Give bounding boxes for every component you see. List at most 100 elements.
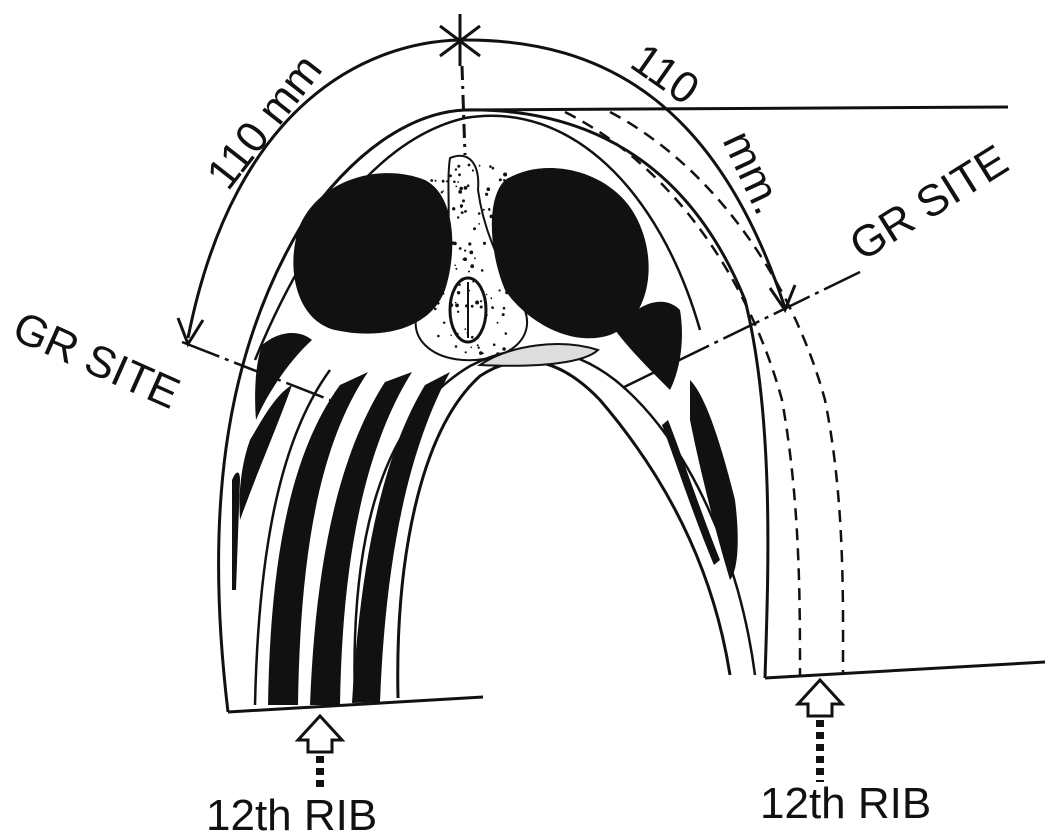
arc-measure-right-top-label: 110 bbox=[622, 34, 708, 114]
stipple-dot bbox=[468, 164, 471, 167]
stipple-dot bbox=[502, 313, 505, 316]
stipple-dot bbox=[469, 251, 473, 255]
stipple-dot bbox=[449, 303, 453, 307]
stipple-dot bbox=[434, 257, 436, 259]
stipple-dot bbox=[486, 314, 488, 316]
stipple-dot bbox=[499, 178, 502, 181]
quadratus-region bbox=[480, 344, 598, 366]
stipple-dot bbox=[479, 165, 481, 167]
right-paraspinal-muscle bbox=[492, 168, 649, 338]
stipple-dot bbox=[502, 194, 505, 197]
stipple-dot bbox=[460, 207, 462, 209]
stipple-dot bbox=[503, 179, 505, 181]
stipple-dot bbox=[455, 302, 457, 304]
stipple-dot bbox=[464, 210, 467, 213]
stipple-dot bbox=[460, 280, 462, 282]
left-flank-muscle-thin bbox=[232, 473, 240, 591]
stipple-dot bbox=[457, 181, 459, 183]
stipple-dot bbox=[437, 302, 440, 305]
stipple-dot bbox=[431, 227, 433, 229]
stipple-dot bbox=[465, 351, 467, 353]
stipple-dot bbox=[434, 247, 438, 251]
stipple-dot bbox=[506, 250, 510, 254]
stipple-dot bbox=[467, 332, 469, 334]
gr-site-right-label: GR SITE bbox=[841, 136, 1016, 271]
stipple-dot bbox=[455, 186, 457, 188]
stipple-dot bbox=[458, 173, 461, 176]
stipple-dot bbox=[472, 281, 474, 283]
stipple-dot bbox=[459, 187, 463, 191]
stipple-dot bbox=[443, 322, 445, 324]
stipple-dot bbox=[503, 173, 507, 177]
stipple-dot bbox=[454, 265, 456, 267]
stipple-dot bbox=[464, 258, 467, 261]
stipple-dot bbox=[455, 304, 459, 308]
stipple-dot bbox=[468, 271, 470, 273]
stipple-dot bbox=[506, 229, 510, 233]
stipple-dot bbox=[498, 252, 500, 254]
stipple-dot bbox=[457, 333, 459, 335]
stipple-dot bbox=[477, 344, 479, 346]
stipple-dot bbox=[478, 347, 480, 349]
stipple-dot bbox=[493, 343, 496, 346]
stipple-dot bbox=[455, 168, 457, 170]
stipple-dot bbox=[439, 275, 442, 278]
dashed-guide-outer bbox=[610, 112, 843, 675]
stipple-dot bbox=[436, 282, 439, 285]
stipple-dot bbox=[428, 195, 432, 199]
stipple-dot bbox=[480, 306, 483, 309]
stipple-dot bbox=[434, 231, 438, 235]
surface-line-top bbox=[465, 107, 1008, 110]
rib-arrow-left bbox=[298, 716, 342, 790]
stipple-dot bbox=[502, 273, 504, 275]
stipple-dot bbox=[431, 221, 434, 224]
stipple-dot bbox=[473, 227, 476, 230]
rib-stripes bbox=[268, 372, 450, 705]
stipple-dot bbox=[448, 252, 451, 255]
stipple-dot bbox=[435, 289, 438, 292]
stipple-dot bbox=[483, 209, 485, 211]
stipple-dot bbox=[465, 304, 468, 307]
stipple-dot bbox=[437, 335, 440, 338]
stipple-dot bbox=[464, 250, 466, 252]
stipple-dot bbox=[430, 179, 433, 182]
stipple-dot bbox=[441, 191, 443, 193]
stipple-dot bbox=[434, 308, 437, 311]
stipple-dot bbox=[453, 181, 456, 184]
rib-arrow-right bbox=[798, 680, 842, 782]
stipple-dot bbox=[490, 215, 494, 219]
stipple-dot bbox=[486, 294, 488, 296]
stipple-dot bbox=[492, 167, 495, 170]
stipple-dot bbox=[474, 257, 476, 259]
stipple-dot bbox=[433, 210, 435, 212]
stipple-dot bbox=[489, 165, 492, 168]
stipple-dot bbox=[471, 336, 474, 339]
stipple-dot bbox=[497, 322, 499, 324]
stipple-dot bbox=[480, 300, 482, 302]
stipple-dot bbox=[452, 292, 454, 294]
stipple-dot bbox=[435, 180, 437, 182]
stipple-dot bbox=[490, 297, 492, 299]
stipple-dot bbox=[447, 257, 450, 260]
stipple-dot bbox=[452, 207, 455, 210]
stipple-dot bbox=[468, 290, 470, 292]
stipple-dot bbox=[500, 186, 503, 189]
gr-site-left-label: GR SITE bbox=[6, 302, 187, 418]
stipple-dot bbox=[457, 311, 459, 313]
stipple-dot bbox=[458, 284, 460, 286]
inner-cavity-outline bbox=[398, 361, 730, 698]
stipple-dot bbox=[440, 288, 442, 290]
stipple-dot bbox=[483, 242, 486, 245]
left-flank-muscle-lower bbox=[239, 385, 292, 520]
stipple-dot bbox=[501, 258, 504, 261]
stipple-dot bbox=[448, 222, 451, 225]
stipple-dot bbox=[471, 305, 474, 308]
stipple-dot bbox=[459, 247, 462, 250]
stipple-dot bbox=[468, 242, 471, 245]
stipple-dot bbox=[439, 210, 441, 212]
stipple-dot bbox=[450, 335, 452, 337]
stipple-dot bbox=[446, 272, 449, 275]
stipple-dot bbox=[491, 306, 494, 309]
stipple-dot bbox=[467, 184, 470, 187]
